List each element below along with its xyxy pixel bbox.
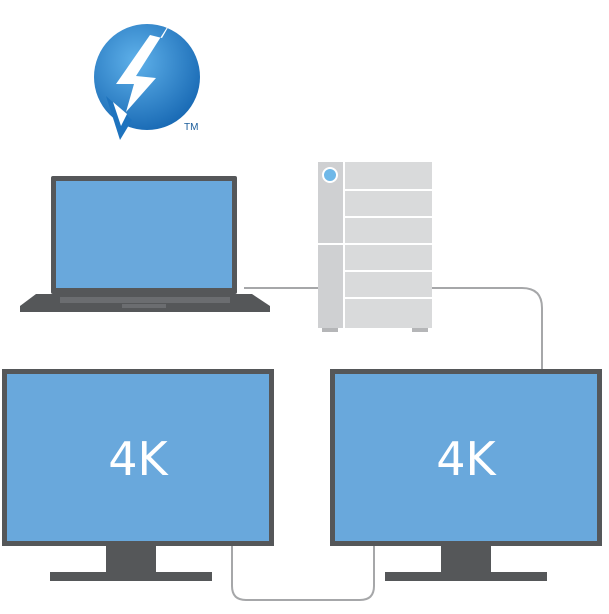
laptop [20, 176, 270, 312]
cable-monitor-left-to-monitor-right [231, 544, 375, 601]
storage-foot [322, 328, 338, 332]
storage-foot [412, 328, 428, 332]
monitor-left-neck [106, 546, 156, 572]
lightning-bolt-icon [116, 10, 178, 112]
power-led-icon [322, 167, 338, 183]
monitor-left-screen [7, 374, 269, 541]
laptop-trackpad [122, 304, 166, 308]
cable-storage-to-monitor-right [432, 287, 543, 372]
thunderbolt-logo [94, 10, 200, 140]
monitor-right [330, 369, 602, 581]
monitor-right-neck [441, 546, 491, 572]
monitor-right-screen [335, 374, 597, 541]
storage-enclosure [318, 162, 432, 332]
monitor-left-stand [50, 572, 212, 581]
laptop-keyboard [60, 297, 230, 303]
trademark-label: TM [184, 122, 199, 133]
logo-circle [94, 24, 200, 130]
monitor-right-label: 4K [436, 432, 496, 486]
monitor-left-label: 4K [108, 432, 168, 486]
monitor-left [2, 369, 274, 581]
monitor-right-stand [385, 572, 547, 581]
laptop-screen [56, 181, 232, 288]
